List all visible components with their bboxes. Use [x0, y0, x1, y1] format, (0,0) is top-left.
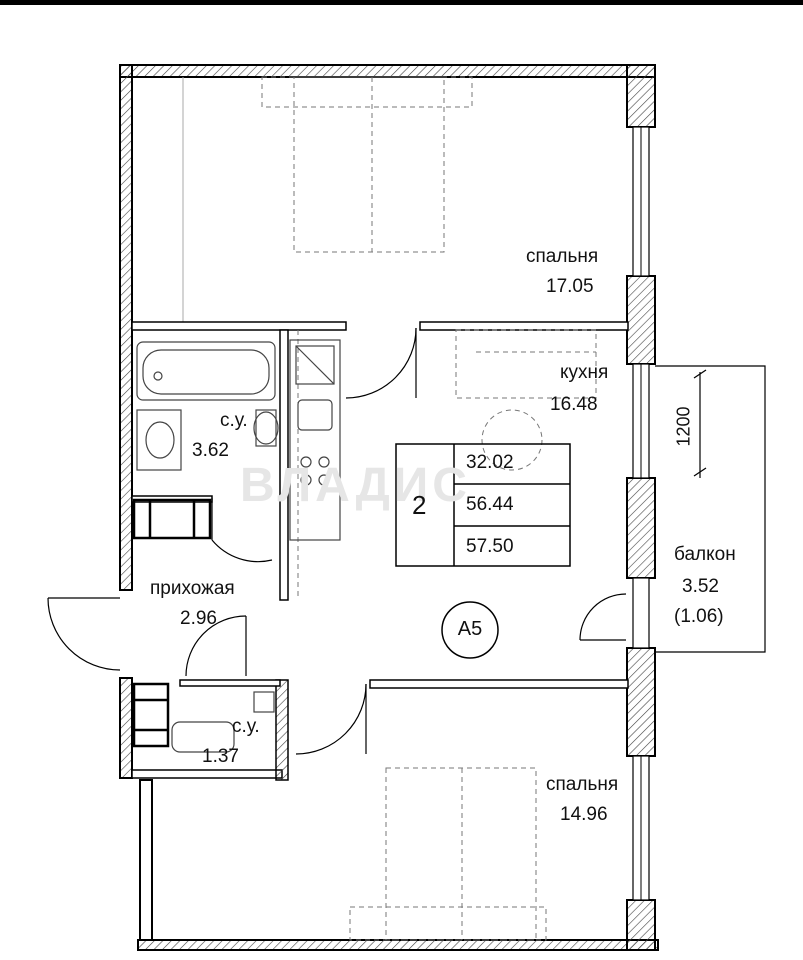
balcony-dimension: 1200	[673, 406, 694, 447]
sink-1	[136, 409, 182, 471]
balcony-area: 3.52	[682, 576, 719, 597]
wardrobe-2	[132, 682, 170, 748]
total-area-with-balcony: 57.50	[466, 536, 514, 557]
bathroom1-area: 3.62	[192, 440, 229, 461]
bathroom2-area: 1.37	[202, 746, 239, 767]
bedroom1-area: 17.05	[546, 276, 594, 297]
wardrobe-1	[132, 498, 212, 540]
hallway-area: 2.96	[180, 608, 217, 629]
bedroom1-name: спальня	[526, 246, 599, 267]
outer-walls	[119, 64, 659, 951]
bathroom1-name: с.у.	[220, 410, 248, 431]
balcony-area-reduced: (1.06)	[674, 606, 724, 627]
interior-walls	[131, 321, 629, 781]
top-border	[0, 0, 803, 5]
toilet-1	[253, 409, 279, 447]
apartment-id: A5	[457, 618, 483, 640]
balcony-outline	[655, 365, 766, 653]
bathtub	[136, 341, 276, 401]
total-area: 56.44	[466, 494, 514, 515]
watermark: ВЛАДИС	[240, 459, 471, 512]
door-swings	[47, 327, 627, 755]
summary-table	[395, 443, 571, 567]
kitchen-name: кухня	[560, 362, 609, 383]
kitchen-area: 16.48	[550, 394, 598, 415]
rooms-count: 2	[412, 490, 427, 520]
furniture	[261, 76, 597, 941]
living-area: 32.02	[466, 452, 514, 473]
bedroom2-area: 14.96	[560, 804, 608, 825]
apartment-id-circle	[441, 601, 499, 659]
hallway-name: прихожая	[150, 578, 235, 599]
balcony-name: балкон	[674, 544, 736, 565]
bathroom2-name: с.у.	[232, 716, 260, 737]
kitchen-counter	[289, 339, 341, 541]
toilet-2	[171, 691, 275, 753]
bedroom2-name: спальня	[546, 774, 619, 795]
